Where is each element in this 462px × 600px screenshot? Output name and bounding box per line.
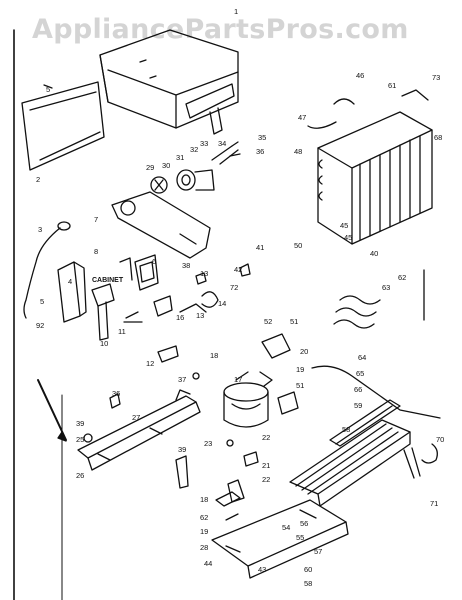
callout-16: 16 — [176, 313, 184, 322]
callout-3: 3 — [38, 225, 42, 234]
leader-arrow — [37, 379, 67, 441]
callout-5: 5 — [46, 85, 50, 94]
callout-52: 52 — [264, 317, 272, 326]
power-cord — [23, 221, 71, 319]
callout-8: 8 — [94, 247, 98, 256]
callout-29: 29 — [146, 163, 154, 172]
callout-61: 61 — [388, 81, 396, 90]
callout-19: 19 — [296, 365, 304, 374]
callout-14: 14 — [218, 299, 226, 308]
callout-56: 56 — [300, 519, 308, 528]
callout-50: 50 — [294, 241, 302, 250]
callout-41: 41 — [256, 243, 264, 252]
callout-66: 66 — [354, 385, 362, 394]
callout-27: 27 — [132, 413, 140, 422]
callout-12: 12 — [146, 359, 154, 368]
callout-44: 44 — [204, 559, 212, 568]
callout-68: 68 — [434, 133, 442, 142]
callout-51: 51 — [290, 317, 298, 326]
callout-64: 64 — [358, 353, 366, 362]
callout-30: 30 — [162, 161, 170, 170]
callout-39b: 39 — [178, 445, 186, 454]
callout-23: 23 — [204, 439, 212, 448]
compressor — [223, 371, 273, 428]
callout-36: 36 — [256, 147, 264, 156]
motor-mount-bracket — [111, 191, 211, 259]
callout-6: 6 — [152, 257, 156, 266]
heater-element-and-tubing — [311, 269, 441, 479]
callout-7: 7 — [94, 215, 98, 224]
base-frame — [211, 491, 349, 579]
watermark: AppliancePartsPros.com — [32, 14, 409, 45]
callout-53: 51 — [296, 381, 304, 390]
callout-18: 18 — [210, 351, 218, 360]
callout-18b: 18 — [200, 495, 208, 504]
callout-1: 1 — [234, 7, 238, 16]
callout-59: 59 — [354, 401, 362, 410]
callout-58: 58 — [342, 425, 350, 434]
callout-73: 73 — [432, 73, 440, 82]
callout-22b: 22 — [262, 475, 270, 484]
callout-25: 25 — [76, 435, 84, 444]
callout-labels: 2 3 5 5 92 4 10 11 12 13 13 14 8 7 6 38 … — [36, 7, 444, 588]
callout-36b: 36 — [112, 389, 120, 398]
callout-54: 54 — [282, 523, 290, 532]
leader-arrowhead — [57, 431, 67, 442]
callout-39: 39 — [76, 419, 84, 428]
callout-60: 60 — [304, 565, 312, 574]
callout-4: 4 — [68, 277, 72, 286]
callout-42: 42 — [234, 265, 242, 274]
callout-47: 47 — [298, 113, 306, 122]
callout-65: 65 — [356, 369, 364, 378]
callout-71: 71 — [430, 499, 438, 508]
callout-10: 10 — [100, 339, 108, 348]
callout-11: 11 — [118, 327, 126, 336]
condenser-coil — [289, 399, 411, 507]
callout-37: 37 — [178, 375, 186, 384]
callout-48: 48 — [294, 147, 302, 156]
top-shroud — [99, 29, 239, 135]
callout-22: 22 — [262, 433, 270, 442]
callout-17: 17 — [234, 375, 242, 384]
callout-19b: 19 — [200, 527, 208, 536]
callout-28: 28 — [200, 543, 208, 552]
misc-brackets — [83, 333, 299, 503]
callout-26: 26 — [76, 471, 84, 480]
callout-92: 92 — [36, 321, 44, 330]
callout-70: 70 — [436, 435, 444, 444]
fan-motor-assembly — [150, 141, 241, 194]
callout-33: 33 — [200, 139, 208, 148]
control-components — [57, 254, 251, 363]
callout-35: 35 — [258, 133, 266, 142]
callout-32: 32 — [190, 145, 198, 154]
callout-31: 31 — [176, 153, 184, 162]
callout-62: 62 — [398, 273, 406, 282]
callout-46: 46 — [356, 71, 364, 80]
evaporator-coil — [307, 89, 433, 245]
callout-38: 38 — [182, 261, 190, 270]
callout-58b: 58 — [304, 579, 312, 588]
callout-34: 34 — [218, 139, 226, 148]
callout-20: 20 — [300, 347, 308, 356]
callout-21: 21 — [262, 461, 270, 470]
callout-63: 63 — [382, 283, 390, 292]
callout-13b: 13 — [200, 269, 208, 278]
callout-13: 13 — [196, 311, 204, 320]
callout-5b: 5 — [40, 297, 44, 306]
callout-2: 2 — [36, 175, 40, 184]
callout-45: 45 — [340, 221, 348, 230]
side-panel — [21, 81, 105, 171]
callout-40: 40 — [370, 249, 378, 258]
callout-72: 72 — [230, 283, 238, 292]
callout-62b: 62 — [200, 513, 208, 522]
callout-57: 57 — [314, 547, 322, 556]
cabinet-label: CABINET — [92, 277, 124, 284]
callout-43: 43 — [258, 565, 266, 574]
callout-49: 45 — [344, 233, 352, 242]
callout-55: 55 — [296, 533, 304, 542]
front-base-rail — [77, 389, 201, 471]
